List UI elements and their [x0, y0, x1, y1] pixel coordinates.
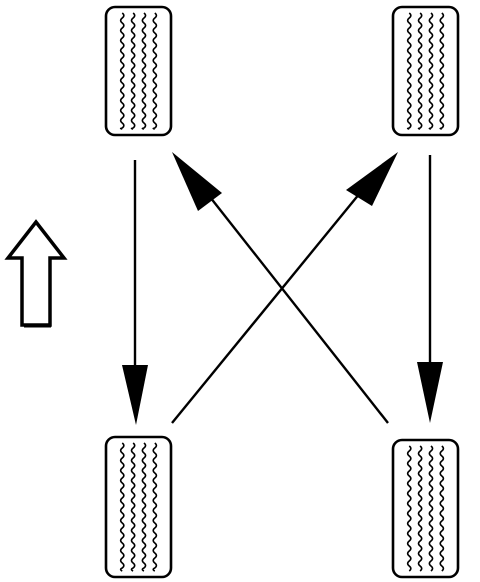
- tread-groove: [152, 12, 158, 130]
- arrow-front-right-to-rear-right: [417, 155, 443, 423]
- tread-groove: [141, 12, 147, 130]
- tread-groove: [141, 442, 147, 572]
- tread-groove: [130, 12, 136, 130]
- tire-outline: [104, 435, 173, 579]
- arrowhead-icon: [172, 152, 222, 211]
- tread-groove: [130, 442, 136, 572]
- tread-groove: [428, 445, 434, 572]
- tread-groove: [406, 445, 412, 572]
- tire-front-left: [104, 5, 173, 137]
- tire-front-right: [391, 5, 460, 137]
- tread-groove: [428, 12, 434, 130]
- tread-groove: [406, 12, 412, 130]
- arrowhead-icon: [346, 152, 398, 206]
- tread-groove: [119, 442, 125, 572]
- tread-groove: [152, 442, 158, 572]
- tread-groove: [417, 445, 423, 572]
- tread-groove: [417, 12, 423, 130]
- tread-groove: [439, 12, 445, 130]
- arrow-rear-left-to-front-right: [171, 152, 398, 424]
- tread-groove: [439, 445, 445, 572]
- tire-outline: [391, 5, 460, 137]
- tire-outline: [391, 438, 460, 579]
- arrowhead-icon: [122, 365, 148, 425]
- arrow-front-left-to-rear-left: [122, 160, 148, 425]
- tire-rear-left: [104, 435, 173, 579]
- arrowhead-icon: [417, 362, 443, 423]
- tire-outline: [104, 5, 173, 137]
- arrow-rear-right-to-front-left: [172, 152, 389, 424]
- tread-groove: [119, 12, 125, 130]
- tire-rear-right: [391, 438, 460, 579]
- hollow-up-arrow-icon: [4, 219, 68, 328]
